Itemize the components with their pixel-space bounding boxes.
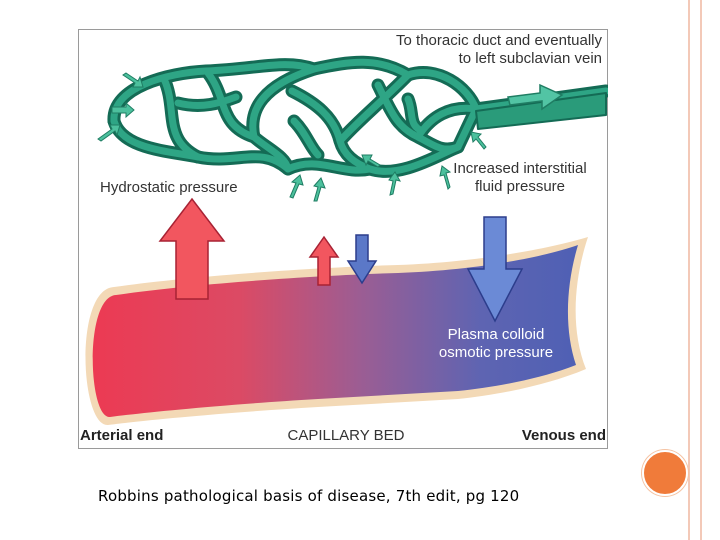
hydrostatic-arrow-large <box>158 197 226 300</box>
colloid-pressure-label-line2: osmotic pressure <box>439 344 553 361</box>
oncotic-arrow-small <box>346 234 378 285</box>
lymph-inflow-arrows <box>97 72 487 202</box>
capillary-bed-diagram: To thoracic duct and eventually to left … <box>78 29 608 449</box>
interstitial-pressure-label-line1: Increased interstitial <box>453 160 586 177</box>
thoracic-duct-label-line1: To thoracic duct and eventually <box>396 32 602 49</box>
outflow-arrow <box>507 83 564 111</box>
decorative-rule-right <box>700 0 702 540</box>
oncotic-arrow-large <box>466 216 524 323</box>
hydrostatic-pressure-label: Hydrostatic pressure <box>100 179 238 196</box>
decorative-orange-circle <box>642 450 688 496</box>
colloid-pressure-label-line1: Plasma colloid <box>448 326 545 343</box>
venous-end-label: Venous end <box>522 427 606 444</box>
thoracic-duct-label-line2: to left subclavian vein <box>459 50 602 67</box>
hydrostatic-arrow-small <box>308 235 340 286</box>
lymphatic-network <box>107 55 608 178</box>
source-caption: Robbins pathological basis of disease, 7… <box>98 487 520 505</box>
capillary-bed-label: CAPILLARY BED <box>287 427 404 444</box>
decorative-rule-left <box>688 0 690 540</box>
interstitial-pressure-label-line2: fluid pressure <box>475 178 565 195</box>
arterial-end-label: Arterial end <box>80 427 163 444</box>
